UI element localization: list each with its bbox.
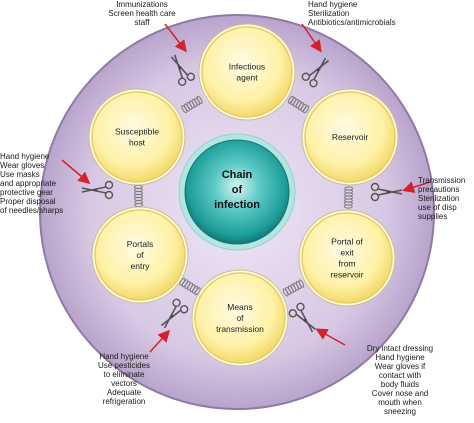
note-line: body fluids (380, 380, 420, 389)
chain-connector-icon (287, 95, 310, 114)
link-label-line: of (136, 250, 144, 260)
link-label-line: agent (236, 73, 258, 83)
center-line-1: Chain (222, 169, 253, 181)
link-label-line: Infectious (229, 62, 265, 72)
note-line: Screen health care (108, 9, 176, 18)
link-label-line: Susceptible (115, 127, 159, 137)
note-line: Use pesticides (97, 361, 151, 370)
scissors-icon (81, 180, 114, 200)
scissors-icon (301, 57, 330, 88)
note-line: protective gear (0, 188, 53, 197)
note-line: sneezing (383, 407, 417, 416)
chain-connectors (133, 95, 354, 297)
red-arrow-icon (315, 328, 346, 346)
note-line: Proper disposal (0, 197, 56, 206)
scissors-icon (160, 298, 189, 329)
note-line: Transmission (418, 176, 466, 185)
red-arrow-icon (149, 329, 171, 353)
note-line: precautions (418, 185, 460, 194)
scissors-group (81, 54, 403, 333)
center-circle (184, 139, 290, 245)
note-line: Dry intact dressing (366, 344, 434, 353)
center-line-3: infection (214, 199, 260, 211)
link-label-line: transmission (216, 324, 264, 334)
chain-connector-icon (282, 279, 305, 297)
center-line-2: of (232, 184, 243, 196)
note-line: supplies (418, 212, 448, 221)
scissors-icon (288, 302, 317, 333)
center-node: Chain of infection (178, 133, 296, 251)
link-label-line: exit (340, 248, 354, 258)
chain-connector-icon (133, 184, 144, 208)
link-label-line: reservoir (330, 270, 363, 280)
link-label-line: entry (131, 261, 151, 271)
red-arrow-icon (402, 181, 431, 193)
note-line: Hand hygiene (375, 353, 425, 362)
note-line: to eliminate (103, 370, 145, 379)
link-label-line: from (339, 259, 356, 269)
note-line: Hand hygiene (308, 0, 358, 9)
link-label-line: of (236, 313, 244, 323)
note-line: and appropriate (0, 179, 57, 188)
link-label-line: host (129, 138, 146, 148)
note-line: use of disp (418, 203, 457, 212)
red-arrow-icon (61, 159, 91, 184)
link-label-line: Reservoir (332, 132, 369, 142)
note-line: refrigeration (102, 397, 146, 406)
red-arrow-icon (301, 23, 322, 53)
red-arrow-icon (164, 23, 187, 53)
note-line: contact with (378, 371, 422, 380)
note-line: mouth when (378, 398, 422, 407)
note-line: Cover nose and (371, 389, 429, 398)
link-label-line: Means (227, 302, 253, 312)
link-reservoir: Reservoir (301, 88, 399, 186)
intervention-arrows (61, 23, 431, 353)
note-line: of needles/sharps (0, 206, 64, 215)
note-line: Wear gloves (0, 161, 45, 170)
note-line: Hand hygiene (99, 352, 149, 361)
note-line: Antibiotics/antimicrobials (308, 18, 396, 27)
note-line: Wear gloves if (374, 362, 426, 371)
link-label-line: Portals (127, 239, 153, 249)
scissors-icon (370, 182, 403, 202)
note-line: Sterilization (418, 194, 460, 203)
scissors-icon (170, 54, 196, 86)
note-line: Use masks (0, 170, 40, 179)
note-line: vectors (111, 379, 137, 388)
note-line: Adequate (106, 388, 142, 397)
note-line: Hand hygiene (0, 152, 50, 161)
chain-connector-icon (343, 186, 354, 209)
chain-connector-icon (181, 95, 203, 114)
note-line: staff (134, 18, 150, 27)
note-line: Immunizations (116, 0, 168, 9)
note-line: Sterilization (308, 9, 350, 18)
link-label-line: Portal of (331, 237, 363, 247)
